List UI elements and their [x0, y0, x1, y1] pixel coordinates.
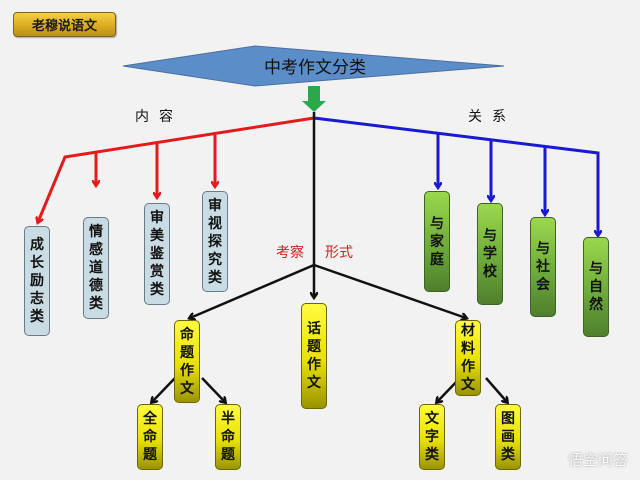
- box-char: 道: [89, 260, 103, 276]
- sub-item-text: 文字类: [419, 404, 445, 470]
- content-item-growth: 成长励志类: [24, 226, 50, 336]
- box-char: 审: [150, 210, 164, 226]
- box-char: 美: [150, 228, 164, 244]
- box-char: 料: [461, 341, 475, 357]
- relation-item-society: 与社会: [530, 217, 556, 317]
- box-char: 文: [307, 375, 321, 391]
- box-char: 材: [461, 323, 475, 339]
- form-item-proposition: 命题作文: [174, 320, 200, 403]
- sub-item-half-proposition: 半命题: [215, 404, 241, 470]
- box-char: 画: [501, 429, 515, 445]
- box-char: 励: [30, 273, 44, 289]
- box-char: 类: [150, 282, 164, 298]
- box-char: 究: [208, 251, 222, 268]
- box-char: 图: [501, 411, 515, 427]
- box-char: 校: [483, 264, 497, 280]
- box-char: 鉴: [150, 246, 164, 262]
- box-char: 题: [307, 339, 321, 355]
- box-char: 题: [221, 447, 235, 463]
- content-item-aesthetic: 审美鉴赏类: [144, 203, 170, 305]
- green-arrow-shaft: [308, 86, 320, 102]
- box-char: 话: [307, 321, 321, 337]
- relation-item-nature: 与自然: [583, 237, 609, 337]
- box-char: 文: [180, 380, 194, 397]
- content-item-emotion: 情感道德类: [83, 217, 109, 319]
- box-char: 题: [143, 447, 157, 463]
- box-char: 类: [89, 296, 103, 312]
- box-char: 作: [461, 359, 475, 375]
- box-char: 成: [30, 237, 44, 253]
- diagram-title: 中考作文分类: [264, 58, 366, 78]
- box-char: 审: [208, 197, 222, 214]
- relation-connectors: [313, 116, 598, 235]
- box-char: 作: [180, 362, 194, 379]
- box-char: 家: [430, 233, 444, 250]
- content-item-inquiry: 审视探究类: [202, 191, 228, 292]
- box-char: 类: [208, 269, 222, 286]
- box-char: 与: [589, 261, 603, 277]
- box-char: 题: [180, 344, 194, 361]
- box-char: 庭: [430, 251, 444, 268]
- box-char: 字: [425, 429, 439, 445]
- box-char: 会: [536, 277, 550, 293]
- box-char: 德: [89, 278, 103, 294]
- author-badge: 老穆说语文: [13, 12, 116, 37]
- branch-label-relation: 关系: [468, 109, 516, 125]
- green-arrow-head: [302, 101, 326, 112]
- box-char: 类: [30, 309, 44, 325]
- box-char: 作: [307, 357, 321, 373]
- box-char: 与: [430, 215, 444, 232]
- box-char: 长: [30, 255, 44, 271]
- box-char: 自: [589, 279, 603, 295]
- box-char: 赏: [150, 264, 164, 280]
- branch-label-form-left: 考察: [276, 245, 304, 261]
- watermark: 悟空问答: [567, 451, 628, 469]
- box-char: 感: [89, 242, 103, 258]
- relation-item-family: 与家庭: [424, 191, 450, 292]
- box-char: 文: [425, 411, 439, 427]
- box-char: 文: [461, 377, 475, 393]
- box-char: 全: [143, 411, 157, 427]
- form-item-material: 材料作文: [455, 320, 481, 396]
- box-char: 探: [208, 233, 222, 250]
- box-char: 类: [501, 447, 515, 463]
- branch-label-form-right: 形式: [325, 245, 353, 261]
- box-char: 视: [208, 215, 222, 232]
- box-char: 情: [89, 224, 103, 240]
- relation-item-school: 与学校: [477, 203, 503, 305]
- branch-label-content: 内容: [135, 109, 183, 125]
- form-item-topic: 话题作文: [301, 303, 327, 409]
- box-char: 学: [483, 246, 497, 262]
- box-char: 社: [536, 259, 550, 275]
- content-connectors: [38, 116, 315, 222]
- sub-item-full-proposition: 全命题: [137, 404, 163, 470]
- title-diamond: [122, 45, 505, 87]
- box-char: 类: [425, 447, 439, 463]
- box-char: 命: [143, 429, 157, 445]
- box-char: 与: [483, 228, 497, 244]
- box-char: 与: [536, 241, 550, 257]
- form-connectors: [152, 112, 507, 402]
- box-char: 半: [221, 411, 235, 427]
- box-char: 然: [589, 297, 603, 313]
- box-char: 志: [30, 291, 44, 307]
- box-char: 命: [221, 429, 235, 445]
- box-char: 命: [180, 326, 194, 343]
- sub-item-picture: 图画类: [495, 404, 521, 470]
